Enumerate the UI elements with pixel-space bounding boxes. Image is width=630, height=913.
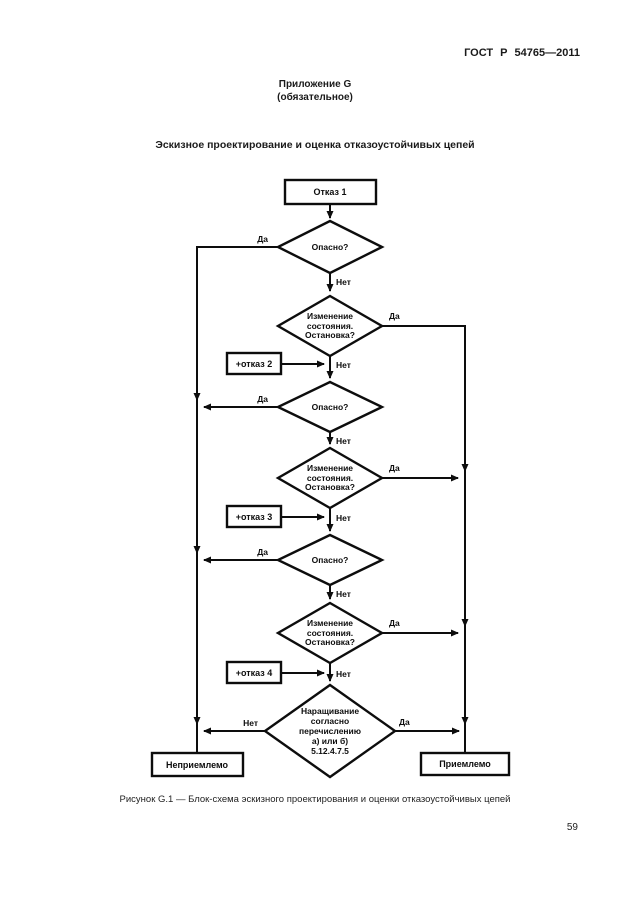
flowchart-shapes bbox=[150, 178, 511, 779]
acceptable-label: Приемлемо bbox=[439, 759, 491, 769]
start-box bbox=[283, 178, 378, 206]
no-label-4: Нет bbox=[336, 513, 351, 523]
acceptable-box bbox=[419, 751, 511, 777]
connector-lines bbox=[193, 204, 469, 753]
standard-number-header: ГОСТ Р 54765—2011 bbox=[464, 47, 580, 59]
unacceptable-label: Неприемлемо bbox=[166, 760, 229, 770]
figure-caption: Рисунок G.1 — Блок-схема эскизного проек… bbox=[119, 794, 511, 805]
state-1-line-3: Остановка? bbox=[305, 330, 355, 340]
appendix-type-label: (обязательное) bbox=[277, 92, 353, 103]
state-2-line-1: Изменение bbox=[307, 463, 353, 473]
state-3-line-3: Остановка? bbox=[305, 637, 355, 647]
add-failure-3-label: +отказ 3 bbox=[236, 512, 273, 522]
yes-label-5: Да bbox=[257, 547, 268, 557]
diamond-final-decision bbox=[262, 683, 398, 779]
add-failure-2-box bbox=[225, 351, 283, 376]
danger-3-label: Опасно? bbox=[312, 555, 349, 565]
diamond-state-change-3 bbox=[275, 601, 385, 665]
start-box-label: Отказ 1 bbox=[313, 187, 346, 197]
final-line-2: согласно bbox=[311, 716, 349, 726]
add-failure-2-label: +отказ 2 bbox=[236, 359, 273, 369]
flowchart-texts: Отказ 1 Опасно? Да Нет Изменение состоян… bbox=[166, 187, 491, 770]
diamond-state-change-1 bbox=[275, 294, 385, 358]
appendix-label: Приложение G bbox=[278, 79, 352, 90]
no-label-6: Нет bbox=[336, 669, 351, 679]
page-number: 59 bbox=[566, 822, 578, 833]
section-title: Эскизное проектирование и оценка отказоу… bbox=[155, 139, 475, 151]
no-label-7: Нет bbox=[243, 718, 258, 728]
yes-label-2: Да bbox=[389, 311, 400, 321]
state-2-line-2: состояния. bbox=[307, 473, 353, 483]
add-failure-4-label: +отказ 4 bbox=[236, 668, 273, 678]
diamond-danger-2 bbox=[275, 380, 385, 434]
no-label-3: Нет bbox=[336, 436, 351, 446]
diamond-danger-3 bbox=[275, 533, 385, 587]
no-label-5: Нет bbox=[336, 589, 351, 599]
diamond-danger-1 bbox=[275, 219, 385, 275]
no-label-1: Нет bbox=[336, 277, 351, 287]
state-3-line-1: Изменение bbox=[307, 618, 353, 628]
final-line-5: 5.12.4.7.5 bbox=[311, 746, 349, 756]
state-3-line-2: состояния. bbox=[307, 628, 353, 638]
yes-label-7: Да bbox=[399, 717, 410, 727]
yes-label-3: Да bbox=[257, 394, 268, 404]
state-1-line-2: состояния. bbox=[307, 321, 353, 331]
state-2-line-3: Остановка? bbox=[305, 482, 355, 492]
state-1-line-1: Изменение bbox=[307, 311, 353, 321]
yes-label-4: Да bbox=[389, 463, 400, 473]
danger-1-label: Опасно? bbox=[312, 242, 349, 252]
unacceptable-box bbox=[150, 751, 245, 778]
final-line-3: перечислению bbox=[299, 726, 361, 736]
danger-2-label: Опасно? bbox=[312, 402, 349, 412]
yes-label-6: Да bbox=[389, 618, 400, 628]
no-label-2: Нет bbox=[336, 360, 351, 370]
yes-label-1: Да bbox=[257, 234, 268, 244]
diamond-state-change-2 bbox=[275, 446, 385, 510]
add-failure-3-box bbox=[225, 504, 283, 529]
final-line-4: а) или б) bbox=[312, 736, 348, 746]
final-line-1: Наращивание bbox=[301, 706, 359, 716]
add-failure-4-box bbox=[225, 660, 283, 685]
